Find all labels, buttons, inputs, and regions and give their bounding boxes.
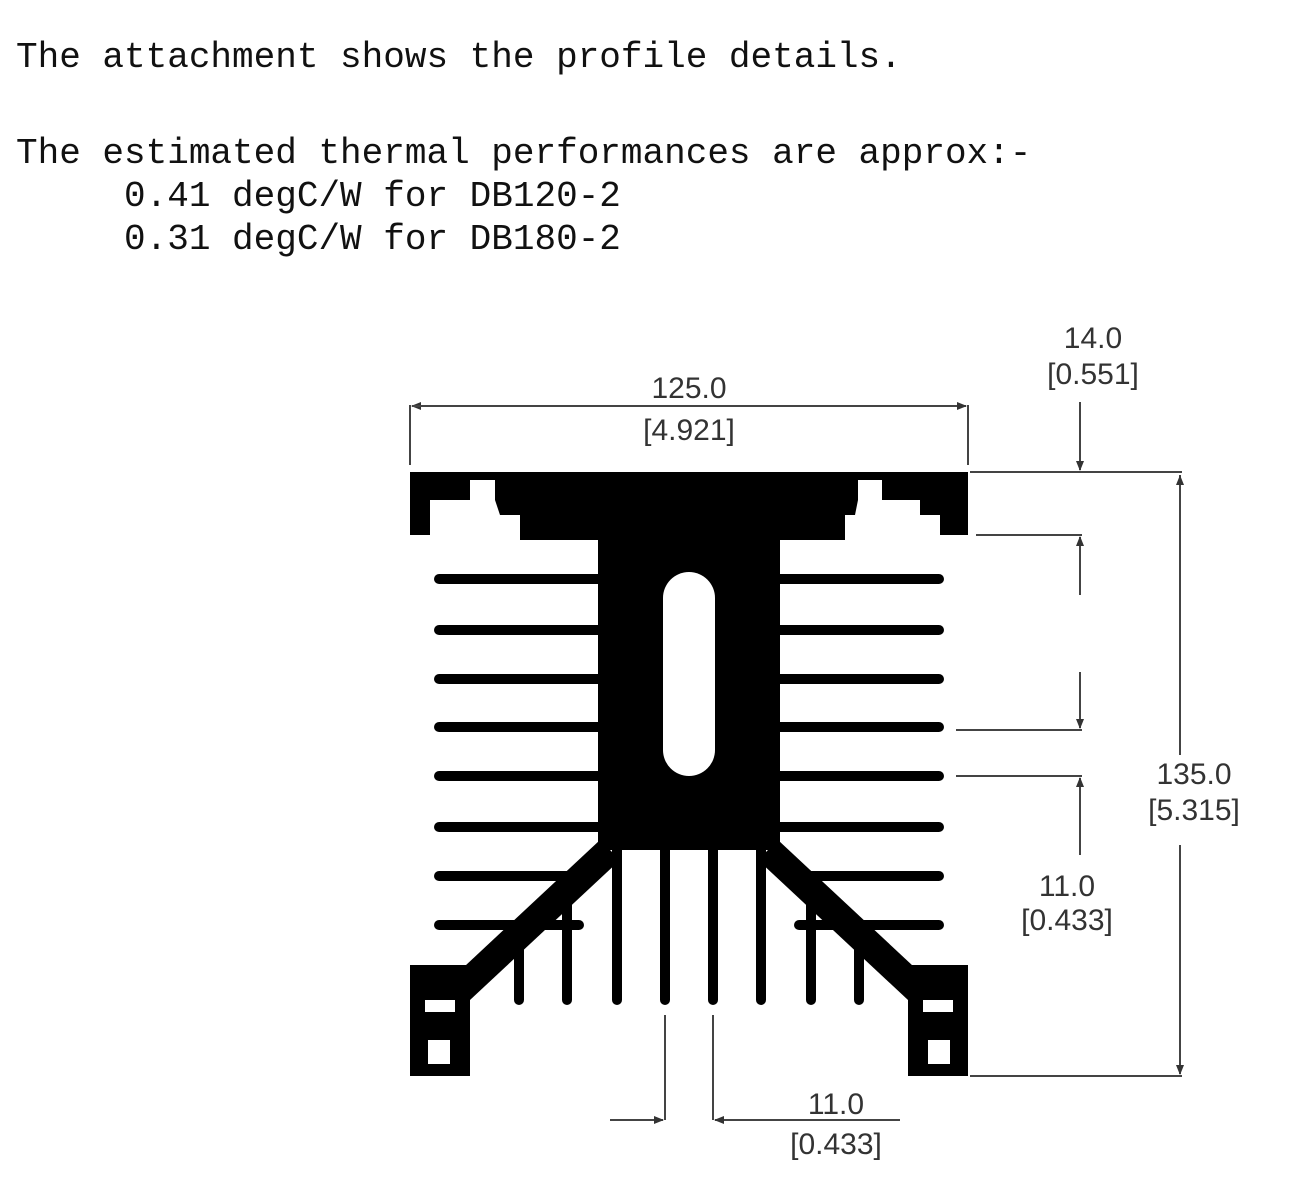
height-label-in: [5.315] [1148, 794, 1240, 827]
performance-line-db120: 0.41 degC/W for DB120-2 [16, 176, 621, 217]
center-slot [663, 572, 715, 776]
bottom-fin-pitch-label: 11.0 [808, 1088, 864, 1121]
intro-text: The attachment shows the profile details… [16, 37, 902, 78]
base-plate [410, 472, 968, 540]
performance-line-db180: 0.31 degC/W for DB180-2 [16, 219, 621, 260]
diagonal-arms [450, 840, 928, 1000]
left-clip-top [410, 480, 430, 535]
bottom-left-clip [410, 965, 470, 1076]
width-label: 125.0 [651, 372, 726, 405]
performance-heading: The estimated thermal performances are a… [16, 133, 1032, 174]
right-clip-top [948, 480, 968, 535]
height-label: 135.0 [1156, 758, 1231, 791]
fin-pitch-label: 11.0 [1039, 870, 1095, 903]
top-offset-label: 14.0 [1064, 322, 1122, 355]
width-label-in: [4.921] [643, 414, 735, 447]
dimension-lines [409, 402, 1184, 1124]
top-offset-label-in: [0.551] [1047, 358, 1139, 391]
bottom-fins [514, 835, 864, 1005]
fin-pitch-label-in: [0.433] [1021, 904, 1113, 937]
bottom-fin-pitch-label-in: [0.433] [790, 1128, 882, 1161]
bottom-right-clip [908, 965, 968, 1076]
